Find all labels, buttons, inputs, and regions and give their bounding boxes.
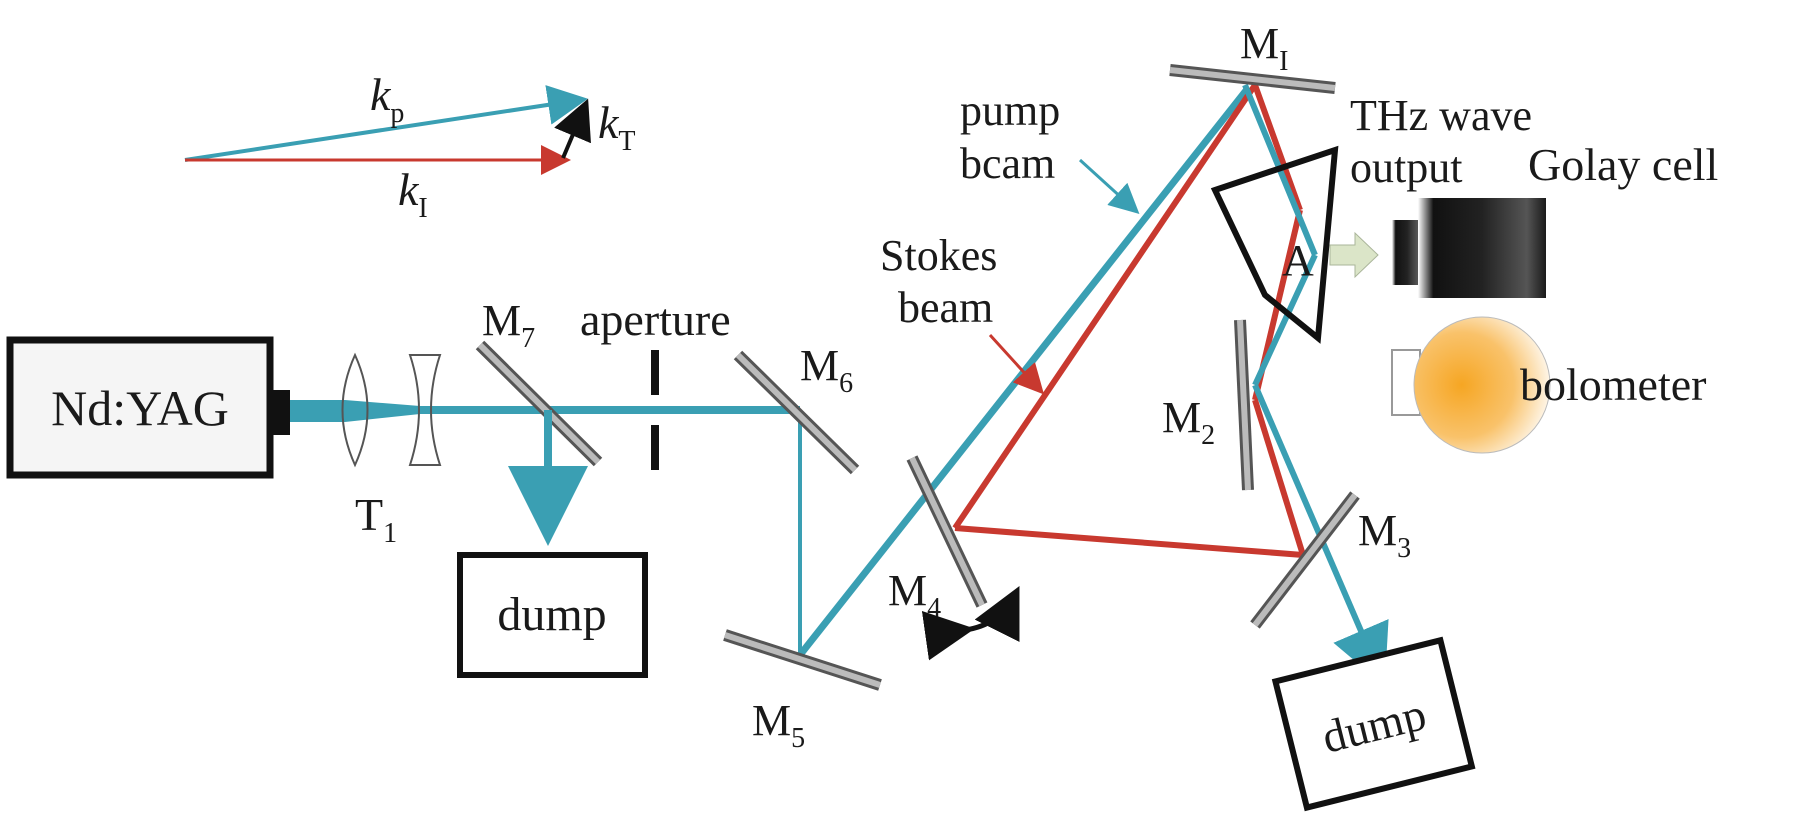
golay-cell-detector: Golay cell	[1392, 139, 1718, 298]
laser-label: Nd:YAG	[51, 380, 229, 436]
mirror-m2: M2	[1162, 319, 1254, 491]
beam-dump-left: dump	[457, 552, 648, 678]
m7-label: M7	[482, 296, 535, 354]
t1-label: T1	[355, 489, 397, 549]
point-a-label: A	[1282, 236, 1314, 285]
mirror-m7: M7	[475, 296, 603, 467]
nd-yag-laser: Nd:YAG	[6, 336, 290, 479]
mgo-lnb-crystal: A	[1210, 145, 1339, 344]
m2-label: M2	[1162, 393, 1215, 451]
rotation-arrow-icon	[921, 586, 1020, 661]
ki-label: kI	[398, 164, 428, 224]
wave-vector-diagram: kp kI kT	[184, 69, 636, 224]
m5-label: M5	[752, 696, 805, 754]
golay-label: Golay cell	[1528, 139, 1718, 190]
mirror-m5: M5	[723, 629, 882, 754]
beam-dump-right: dump	[1271, 636, 1476, 812]
kt-label: kT	[598, 97, 636, 157]
mirror-m1: MI	[1169, 19, 1336, 94]
bolometer-detector: bolometer	[1391, 316, 1707, 454]
m6-label: M6	[800, 341, 853, 399]
m1-label: MI	[1240, 19, 1288, 77]
telescope-t1: T1	[341, 352, 442, 549]
pump-label-line2: bcam	[960, 139, 1055, 188]
thz-output-arrow	[1329, 231, 1379, 279]
m4-label: M4	[888, 566, 941, 624]
pump-beam-input	[290, 85, 1251, 658]
kp-label: kp	[370, 69, 404, 129]
thz-output-annotation: THz wave output	[1350, 91, 1532, 192]
dump-left-label: dump	[497, 588, 606, 641]
m3-label: M3	[1358, 506, 1411, 564]
pump-label-line1: pump	[960, 86, 1060, 135]
aperture: aperture	[580, 294, 731, 470]
stokes-label-line2: beam	[898, 283, 993, 332]
stokes-label-line1: Stokes	[880, 231, 997, 280]
mirror-m3: M3	[1250, 491, 1411, 629]
kp-vector	[184, 85, 588, 162]
stokes-beam-annotation: Stokes beam	[880, 231, 1045, 395]
bolometer-label: bolometer	[1520, 359, 1707, 410]
aperture-label: aperture	[580, 294, 731, 345]
concave-lens	[408, 354, 442, 466]
mirror-m4: M4	[888, 455, 1020, 661]
pump-beam-annotation: pump bcam	[960, 86, 1140, 215]
thz-label-line1: THz wave	[1350, 91, 1532, 140]
convex-lens	[341, 352, 369, 468]
mirror-m6: M6	[733, 341, 860, 475]
kt-vector	[554, 98, 591, 159]
thz-label-line2: output	[1350, 143, 1462, 192]
